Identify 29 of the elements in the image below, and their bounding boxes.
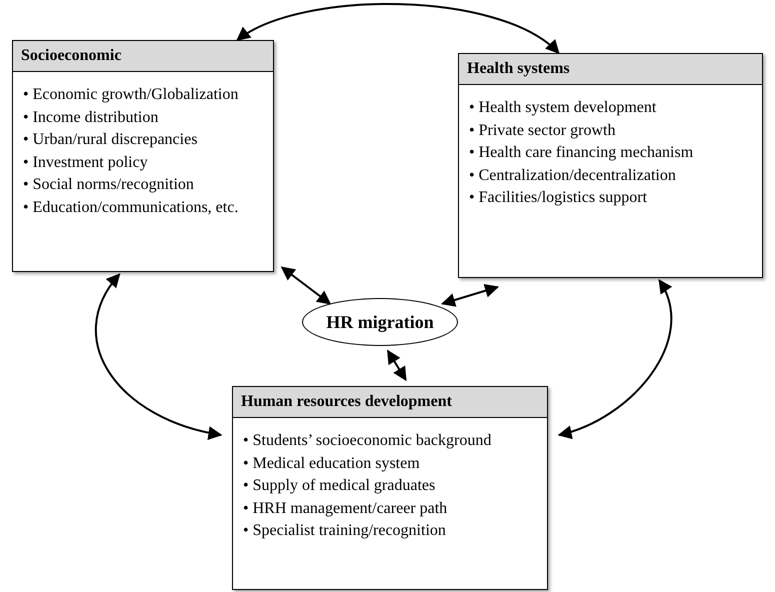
bullet-item: • Income distribution xyxy=(23,108,160,128)
bullet-item: • Social norms/recognition xyxy=(23,175,195,195)
category-box xyxy=(12,40,274,272)
bullet-item: • Specialist training/recognition xyxy=(243,521,447,541)
bullet-item: • HRH management/career path xyxy=(243,498,448,518)
bullet-item: • Health system development xyxy=(469,98,658,118)
bullet-item: • Facilities/logistics support xyxy=(469,188,648,208)
double-arrow xyxy=(386,350,407,382)
double-arrow xyxy=(95,273,222,440)
category-box xyxy=(232,386,548,590)
box-heading: Health systems xyxy=(459,54,762,85)
bullet-item: • Supply of medical graduates xyxy=(243,476,436,496)
bullet-item: • Centralization/decentralization xyxy=(469,166,677,186)
box-heading: Human resources development xyxy=(233,387,547,418)
node-label: HR migration xyxy=(326,312,434,332)
double-arrow xyxy=(441,284,499,307)
bullet-item: • Students’ socioeconomic background xyxy=(243,431,492,451)
bullet-item: • Private sector growth xyxy=(469,120,616,140)
bullet-item: • Economic growth/Globalization xyxy=(23,85,240,105)
bullet-item: • Investment policy xyxy=(23,152,149,172)
double-arrow xyxy=(558,279,672,438)
bullet-item: • Education/communications, etc. xyxy=(23,198,240,218)
category-box xyxy=(458,53,763,278)
bullet-item: • Medical education system xyxy=(243,454,421,474)
double-arrow xyxy=(280,266,332,305)
bullet-item: • Urban/rural discrepancies xyxy=(23,130,198,150)
bullet-item: • Health care financing mechanism xyxy=(469,143,694,163)
box-heading: Socioeconomic xyxy=(13,41,273,72)
double-arrow xyxy=(236,3,560,54)
